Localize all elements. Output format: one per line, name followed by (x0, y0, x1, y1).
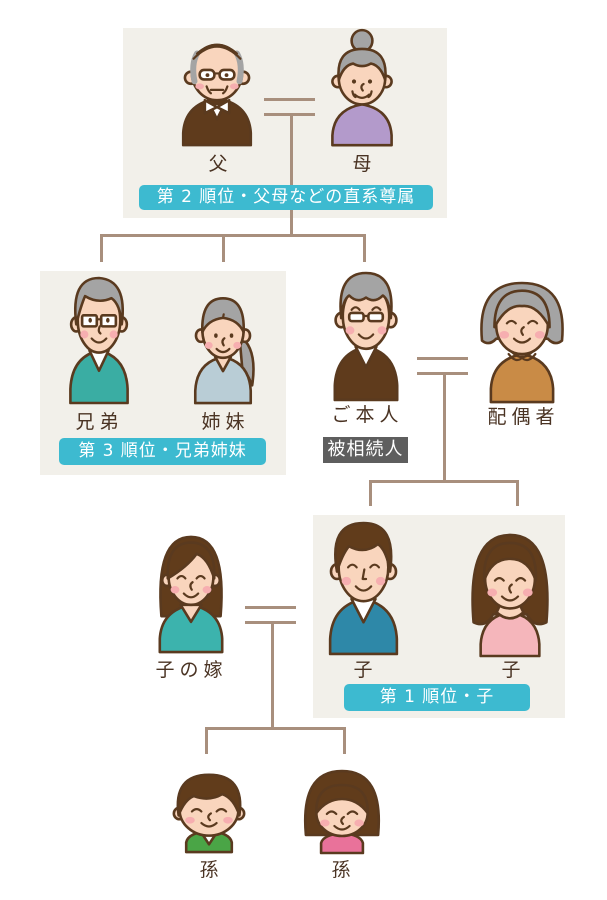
self-marriage-line-bottom (417, 372, 468, 375)
child-spouse-icon (155, 535, 227, 653)
self-icon (330, 273, 402, 401)
rank1-badge: 第 1 順位・子 (344, 684, 530, 711)
self-marriage-line-top (417, 357, 468, 360)
son-icon (325, 523, 402, 655)
drop-to-son (369, 480, 372, 506)
self-descent-line (443, 372, 446, 482)
drop-to-daughter (516, 480, 519, 506)
rank2-badge: 第 2 順位・父母などの直系尊属 (139, 185, 433, 210)
grandchildren-bar (205, 727, 346, 730)
son-marriage-line-bottom (245, 621, 296, 624)
sister-label: 姉妹 (201, 411, 250, 433)
daughter-icon (470, 533, 550, 657)
father-icon (178, 38, 256, 146)
drop-to-grandson (205, 727, 208, 754)
daughter-label: 子 (501, 659, 526, 681)
mother-label: 母 (352, 153, 377, 175)
son-descent-line (271, 621, 274, 729)
sister-icon (191, 293, 255, 404)
mother-icon (326, 44, 398, 146)
brother-label: 兄弟 (75, 411, 124, 433)
child-spouse-label: 子の嫁 (155, 659, 228, 681)
spouse-label: 配偶者 (487, 406, 560, 428)
brother-icon (66, 278, 132, 404)
rank3-badge: 第 3 順位・兄弟姉妹 (59, 438, 266, 465)
granddaughter-icon (304, 769, 380, 854)
son-label: 子 (353, 659, 378, 681)
decedent-tag: 被相続人 (323, 437, 408, 463)
drop-to-sister (222, 234, 225, 262)
father-label: 父 (208, 153, 233, 175)
self-label: ご本人 (331, 404, 404, 426)
drop-to-granddaughter (343, 727, 346, 754)
grandson-label: 孫 (199, 859, 224, 881)
grandson-icon (171, 771, 247, 853)
parents-marriage-line-top (264, 98, 315, 101)
parents-marriage-line-bottom (264, 113, 315, 116)
granddaughter-label: 孫 (331, 859, 356, 881)
drop-to-brother (100, 234, 103, 262)
spouse-icon (482, 283, 562, 403)
parents-children-bar (100, 234, 366, 237)
son-marriage-line-top (245, 606, 296, 609)
drop-to-self (363, 234, 366, 262)
parents-descent-line (290, 113, 293, 236)
self-children-bar (369, 480, 519, 483)
